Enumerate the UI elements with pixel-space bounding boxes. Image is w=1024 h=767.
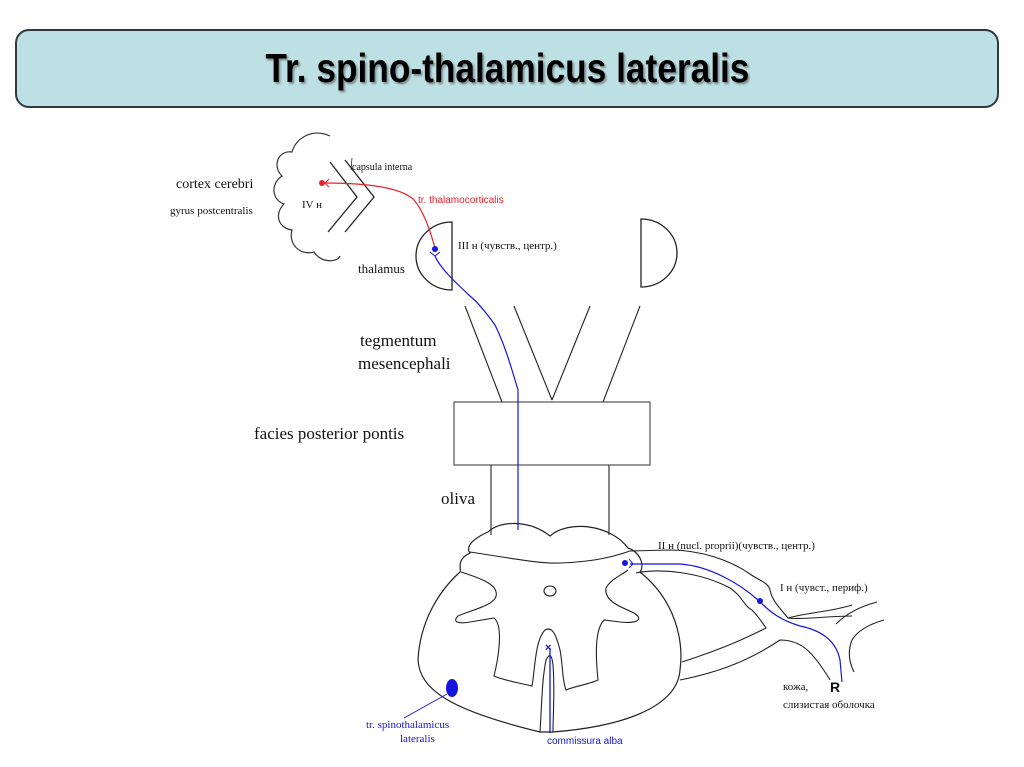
label-neuron-3: III н (чувств., центр.)	[458, 240, 557, 252]
spinal-dorsal-band-top	[469, 550, 631, 564]
neuron-4-synapse	[324, 178, 330, 188]
pons-box	[453, 401, 651, 466]
label-tegmentum: tegmentum	[360, 331, 436, 350]
spinothalamic-tract-ascending	[434, 255, 519, 530]
label-tract-lateralis: lateralis	[400, 733, 435, 745]
label-neuron-2: II н (nucl. proprii)(чувств., центр.)	[658, 540, 815, 552]
nerve-branch-right	[848, 619, 885, 673]
neuron-4-body	[319, 180, 325, 186]
label-mucosa: слизистая оболочка	[783, 699, 875, 711]
label-skin: кожа,	[783, 681, 808, 693]
capsula-interna-line-2	[344, 159, 375, 233]
grey-matter-outline	[455, 569, 640, 691]
anterior-root	[679, 639, 831, 681]
central-canal	[543, 585, 557, 597]
label-tract-spinothalamicus: tr. spinothalamicus	[366, 719, 449, 731]
tegmentum-line-2	[513, 305, 553, 401]
neuron-2-synapse	[628, 558, 634, 569]
label-capsula-interna: capsula interna	[352, 162, 413, 173]
neuron-3-body	[432, 246, 438, 252]
title-banner: Tr. spino-thalamicus lateralis	[15, 29, 999, 108]
lateral-tract-blob	[446, 679, 458, 697]
label-facies-posterior-pontis: facies posterior pontis	[254, 424, 404, 443]
cortex-cloud-outline	[273, 132, 341, 262]
label-oliva: oliva	[441, 489, 475, 508]
capsula-interna-line-1	[327, 161, 358, 233]
posterior-root-upper	[629, 549, 853, 620]
label-gyrus-postcentralis: gyrus postcentralis	[170, 205, 253, 217]
commissura-cross: ×	[545, 642, 551, 654]
capsula-pointer	[350, 157, 353, 171]
neuron-3-synapse	[429, 251, 441, 257]
nerve-branch-right-top	[835, 601, 878, 625]
spinal-dorsal-band-bottom	[460, 571, 497, 593]
anterior-fissure	[539, 655, 555, 733]
tegmentum-line-1	[464, 305, 503, 403]
neuron-1-body	[757, 598, 763, 604]
peripheral-fiber	[630, 563, 843, 683]
tegmentum-line-4	[602, 305, 641, 403]
label-commissura-alba: commissura alba	[547, 736, 623, 747]
label-tr-thalamocorticalis: tr. thalamocorticalis	[418, 195, 504, 206]
label-cortex-cerebri: cortex cerebri	[176, 177, 253, 192]
thalamus-left	[415, 221, 453, 291]
label-neuron-4: IV н	[302, 199, 322, 211]
tegmentum-line-3	[551, 305, 591, 401]
label-neuron-1: I н (чувст., периф.)	[780, 582, 868, 594]
posterior-root-lower	[635, 570, 767, 663]
nerve-branch-upper	[787, 604, 853, 619]
thalamocortical-tract	[323, 182, 436, 249]
label-receptor: R	[830, 679, 840, 695]
label-thalamus: thalamus	[358, 261, 405, 276]
slide-title: Tr. spino-thalamicus lateralis	[264, 45, 750, 91]
thalamus-right	[640, 218, 678, 288]
neuron-2-body	[622, 560, 628, 566]
lateral-tract-pointer	[403, 693, 448, 719]
label-mesencephali: mesencephali	[358, 354, 451, 373]
